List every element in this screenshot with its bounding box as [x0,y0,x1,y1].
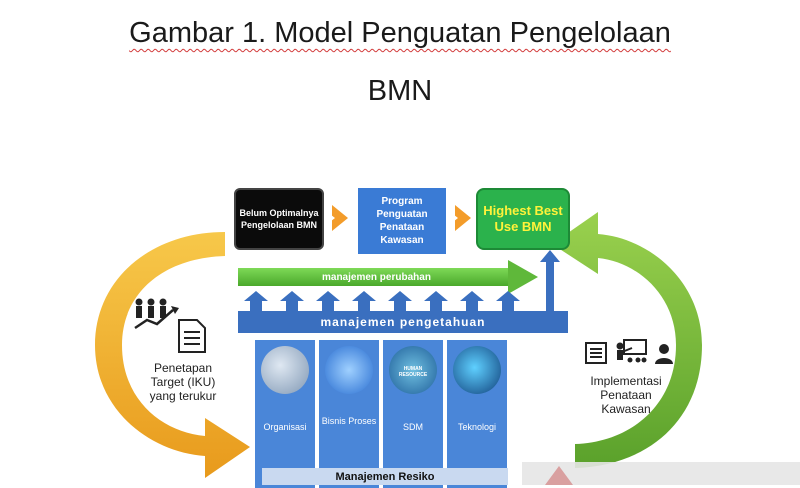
building-image-icon [261,346,309,394]
green-bar-arrowhead [508,260,538,294]
left-caption-line: Penetapan [153,361,213,375]
pillar-organisasi: Organisasi [255,340,315,488]
left-caption-line: Target (IKU) [150,375,216,389]
human-resource-image-icon: HUMAN RESOURCE [389,346,437,394]
chevron-arrow-icon [326,205,348,231]
box-program-penguatan: Program Penguatan Penataan Kawasan [358,188,446,254]
small-up-arrows [244,291,520,311]
technology-image-icon [453,346,501,394]
right-caption: Implementasi Penataan Kawasan [572,374,680,416]
pillar-label: SDM [403,422,423,432]
left-caption-line: yang terukur [149,389,217,403]
person-icon [655,344,673,364]
document-icon [178,319,206,353]
pillar-label: Organisasi [263,422,307,432]
title-line-1: Gambar 1. Model Penguatan Pengelolaan [129,17,671,49]
newspaper-icon [585,342,607,364]
left-caption: Penetapan Target (IKU) yang terukur [128,361,238,403]
right-caption-line: Implementasi [590,374,662,388]
presentation-icon [616,339,647,363]
pillar-teknologi: Teknologi [447,340,507,488]
pillar-label: Bisnis Proses [321,416,377,426]
watermark-logo-icon [545,466,573,485]
up-arrow-right [540,250,560,312]
box-belum-optimal: Belum Optimalnya Pengelolaan BMN [234,188,324,250]
watermark-overlay [522,462,800,485]
human-resource-text: HUMAN RESOURCE [398,366,428,378]
title-line-2: BMN [367,75,433,107]
people-growth-icon [134,298,179,330]
bar-manajemen-perubahan: manajemen perubahan [238,268,510,286]
right-green-arrow [552,212,702,468]
pillar-label: Teknologi [457,422,497,432]
right-caption-line: Penataan [600,388,652,402]
bar-manajemen-resiko: Manajemen Resiko [262,468,508,485]
pillar-bisnis-proses: Bisnis Proses [319,340,379,488]
process-image-icon [325,346,373,394]
pillar-sdm: HUMAN RESOURCE SDM [383,340,443,488]
chevron-arrow-icon [449,205,471,231]
bar-manajemen-pengetahuan: manajemen pengetahuan [238,311,568,333]
box-highest-best-use: Highest Best Use BMN [476,188,570,250]
right-caption-line: Kawasan [601,402,651,416]
left-orange-arrow [95,232,250,478]
